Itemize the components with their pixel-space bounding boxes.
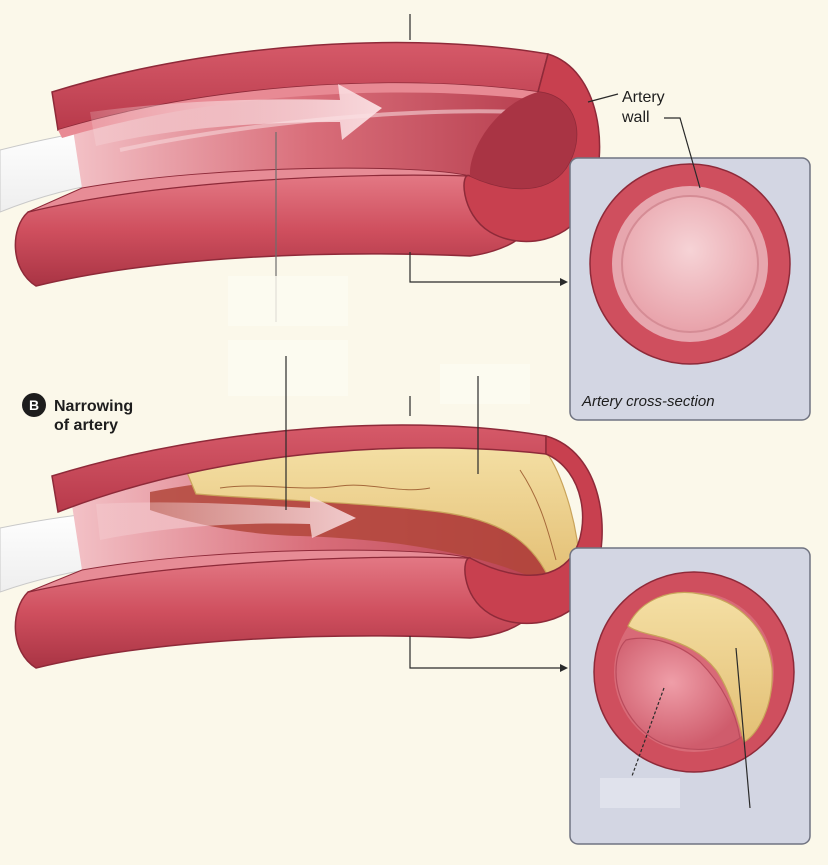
- cross-section-panel-narrowed: [569, 547, 811, 845]
- erased-label-4: [600, 778, 680, 808]
- leader-artery-wall: [587, 93, 619, 103]
- panel-b-badge-letter: B: [29, 397, 39, 413]
- leader-top-to-crosssection: [409, 252, 560, 283]
- cross-section-panel-normal: Artery cross-section: [569, 117, 811, 421]
- narrowed-artery: [0, 356, 603, 672]
- leader-artery-wall-to-ring: [664, 117, 701, 189]
- artery-wall-label-line1: Artery: [622, 89, 665, 106]
- leader-lumen-narrowed: [631, 687, 665, 777]
- erased-label-2: [228, 340, 348, 396]
- arrow-right-icon-bottom: [96, 496, 356, 540]
- bottom-end-ring: [464, 435, 603, 625]
- circle-letter-icon: [22, 393, 46, 417]
- cross-section-caption: Artery cross-section: [581, 393, 715, 410]
- top-wall-lower-top-edge: [27, 167, 471, 213]
- panel-b-title-line1: Narrowing: [54, 398, 133, 415]
- top-end-ring-inner: [469, 92, 577, 189]
- narrowed-lumen: [615, 637, 741, 750]
- leader-plaque-narrowed: [735, 647, 751, 809]
- plaque-crack-2: [519, 469, 557, 561]
- leader-bottom-to-crosssection: [409, 636, 560, 669]
- normal-lumen: [621, 195, 759, 333]
- normal-artery: [0, 14, 619, 322]
- artery-wall-label-line2: wall: [621, 109, 650, 126]
- erased-label-3: [440, 364, 530, 404]
- leader-top-arrowhead: [560, 278, 568, 286]
- erased-label-1: [228, 276, 348, 326]
- panel-b-heading: B Narrowing of artery: [22, 393, 133, 434]
- bottom-wall-lower-top-edge: [27, 549, 471, 593]
- panel-b-title-line2: of artery: [54, 417, 118, 434]
- arrow-right-icon: [90, 84, 382, 146]
- plaque-crack-1: [219, 484, 431, 491]
- narrowed-plaque: [627, 591, 773, 743]
- leader-bottom-arrowhead: [560, 664, 568, 672]
